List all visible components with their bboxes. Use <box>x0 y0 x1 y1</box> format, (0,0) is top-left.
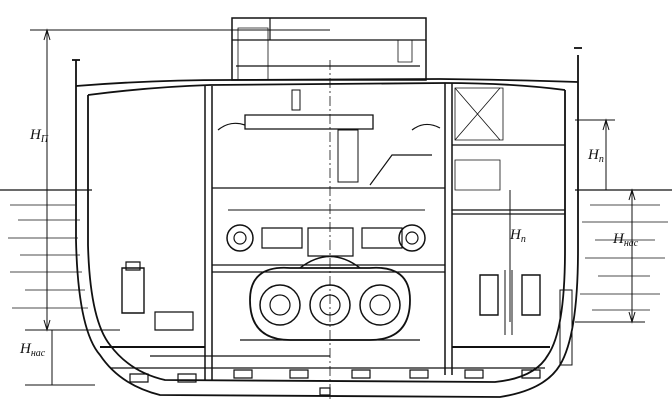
label-hp-right: Hп <box>588 147 604 165</box>
superstructure <box>232 18 426 80</box>
label-hp-mid: Hп <box>510 227 526 245</box>
interior-partitions <box>205 60 565 400</box>
crane-beam <box>218 90 500 190</box>
bottom-tanks <box>100 347 550 395</box>
side-pump-units <box>122 262 572 365</box>
label-hnas-left: Hнас <box>20 341 46 359</box>
label-hnas-right: Hнас <box>613 231 639 249</box>
hull-outline <box>72 48 582 397</box>
dimension-lines-left <box>25 30 330 385</box>
water-level-hatching <box>0 190 672 310</box>
label-hp-left: HП <box>30 127 49 145</box>
upper-pump-units <box>227 210 425 256</box>
main-pump-units <box>240 257 420 341</box>
dimension-lines-right <box>510 120 645 322</box>
